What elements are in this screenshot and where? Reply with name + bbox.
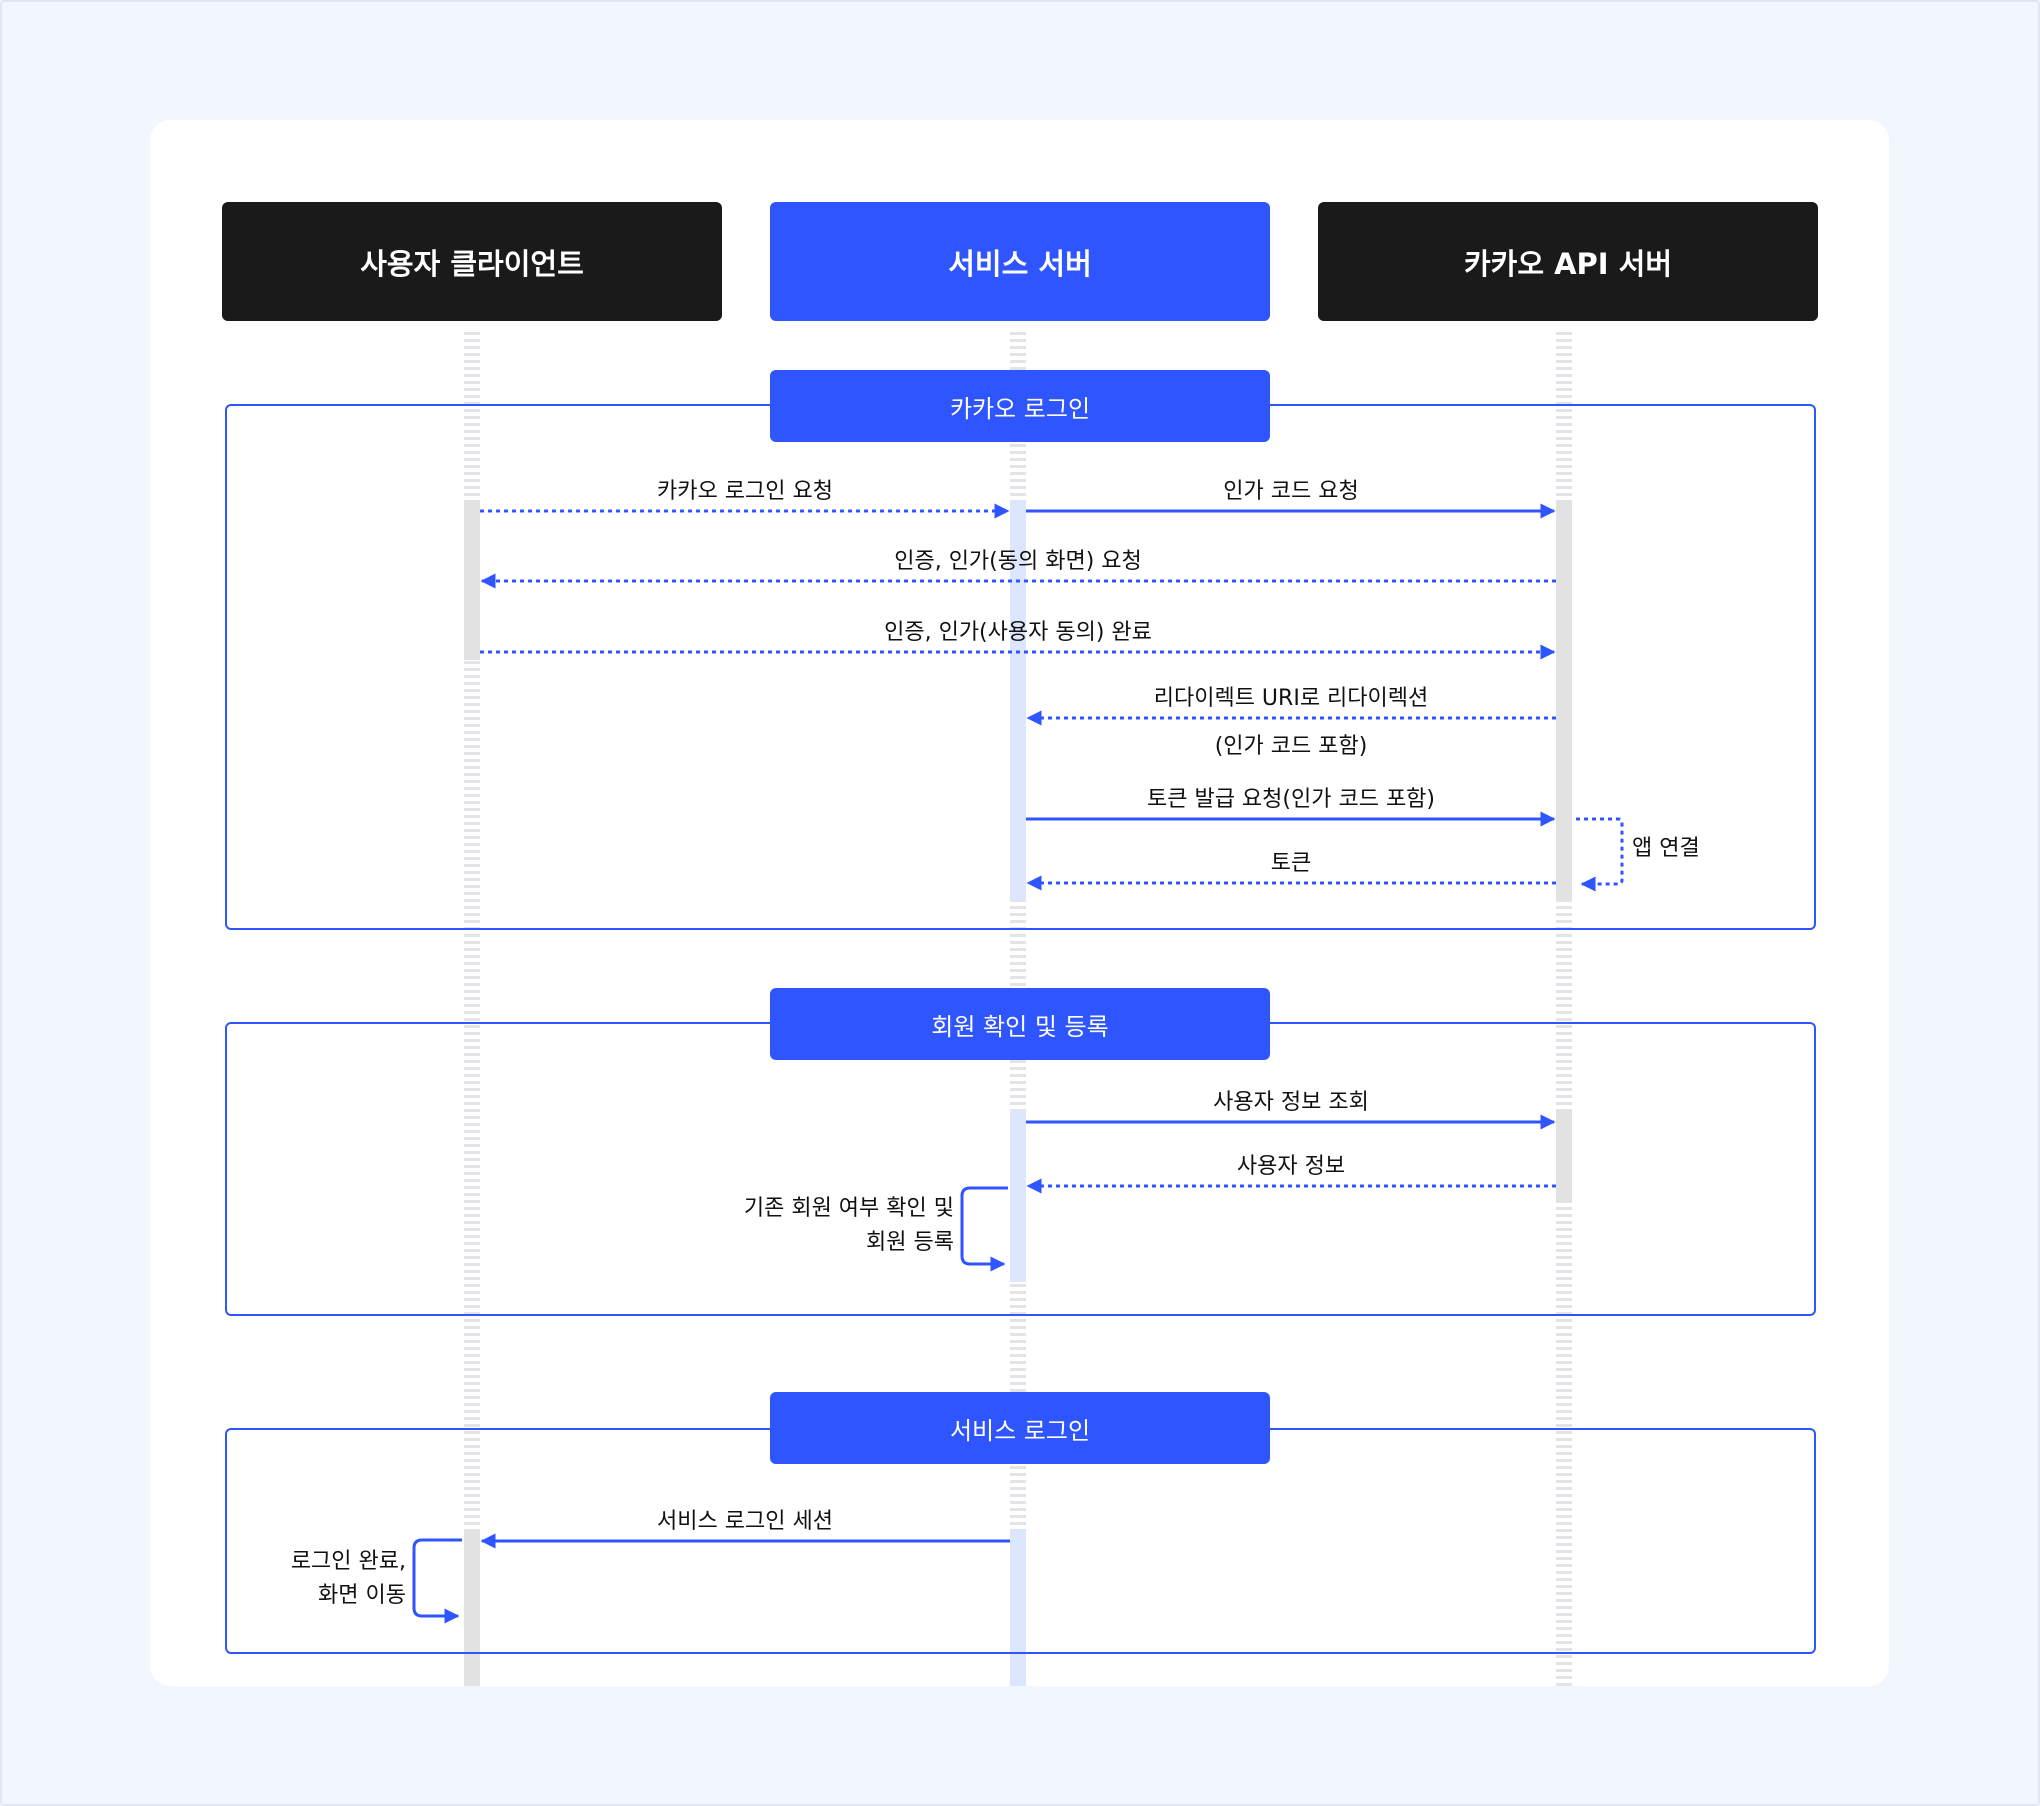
actor-client: 사용자 클라이언트 (222, 202, 722, 321)
activation-service-3 (1010, 1530, 1026, 1686)
message-label-m10: 서비스 로그인 세션 (657, 1509, 833, 1534)
group-box-member (225, 1022, 1816, 1316)
group-box-kakao-login (225, 404, 1816, 930)
note-member-check: 기존 회원 여부 확인 및 회원 등록 (744, 1192, 954, 1260)
message-label-m4: 인증, 인가(사용자 동의) 완료 (884, 620, 1152, 645)
activation-kakao-2 (1556, 1110, 1572, 1202)
message-label-m8: 사용자 정보 조회 (1213, 1090, 1369, 1115)
group-label-member: 회원 확인 및 등록 (770, 988, 1270, 1060)
note-member-check-line2: 회원 등록 (866, 1230, 954, 1255)
activation-client-1 (464, 500, 480, 660)
group-label-kakao-login: 카카오 로그인 (770, 370, 1270, 442)
note-member-check-line1: 기존 회원 여부 확인 및 (743, 1196, 954, 1221)
message-label-m5b: (인가 코드 포함) (1214, 734, 1368, 759)
note-login-done-line2: 화면 이동 (318, 1583, 406, 1608)
message-label-m6: 토큰 발급 요청(인가 코드 포함) (1146, 787, 1436, 812)
message-label-m3: 인증, 인가(동의 화면) 요청 (894, 549, 1142, 574)
activation-service-2 (1010, 1110, 1026, 1282)
message-label-m2: 인가 코드 요청 (1223, 479, 1359, 504)
activation-service-1 (1010, 500, 1026, 900)
actor-service: 서비스 서버 (770, 202, 1270, 321)
message-label-m7: 토큰 (1270, 851, 1312, 876)
note-app-link: 앱 연결 (1632, 836, 1700, 861)
activation-kakao-1 (1556, 500, 1572, 900)
group-label-service-login: 서비스 로그인 (770, 1392, 1270, 1464)
note-login-done: 로그인 완료, 화면 이동 (291, 1545, 406, 1613)
lifeline-client (464, 332, 480, 1686)
actor-kakao: 카카오 API 서버 (1318, 202, 1818, 321)
note-login-done-line1: 로그인 완료, (290, 1549, 406, 1574)
activation-client-2 (464, 1530, 480, 1686)
message-label-m9: 사용자 정보 (1236, 1154, 1346, 1179)
message-label-m5: 리다이렉트 URI로 리다이렉션 (1153, 686, 1429, 711)
message-label-m1: 카카오 로그인 요청 (657, 479, 833, 504)
